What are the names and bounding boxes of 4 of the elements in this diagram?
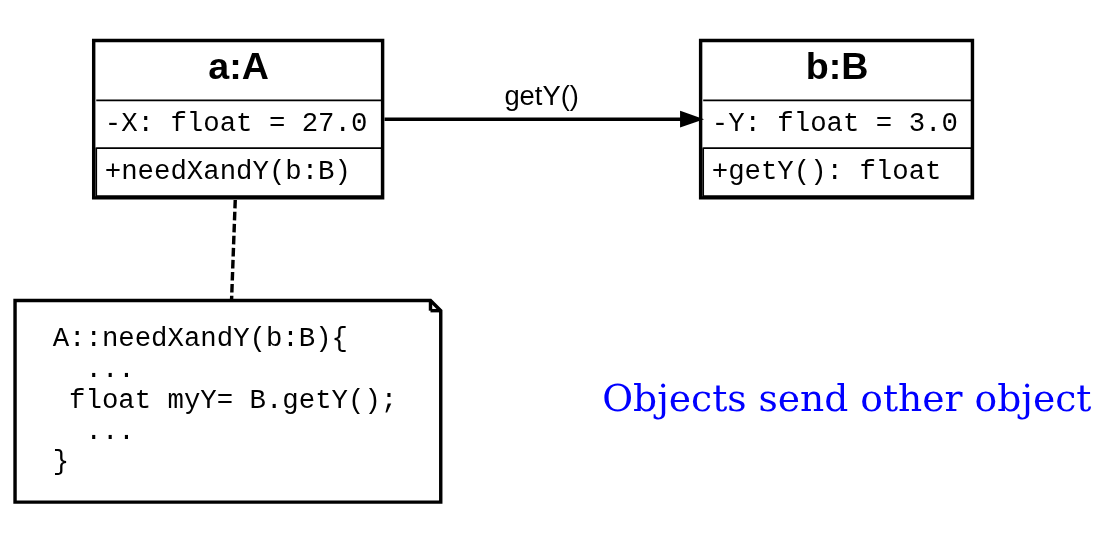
arrow: [384, 110, 705, 128]
connector: [229, 199, 237, 301]
label: Objects send other object: [602, 375, 1092, 420]
edge-label: getY(): [504, 80, 579, 112]
